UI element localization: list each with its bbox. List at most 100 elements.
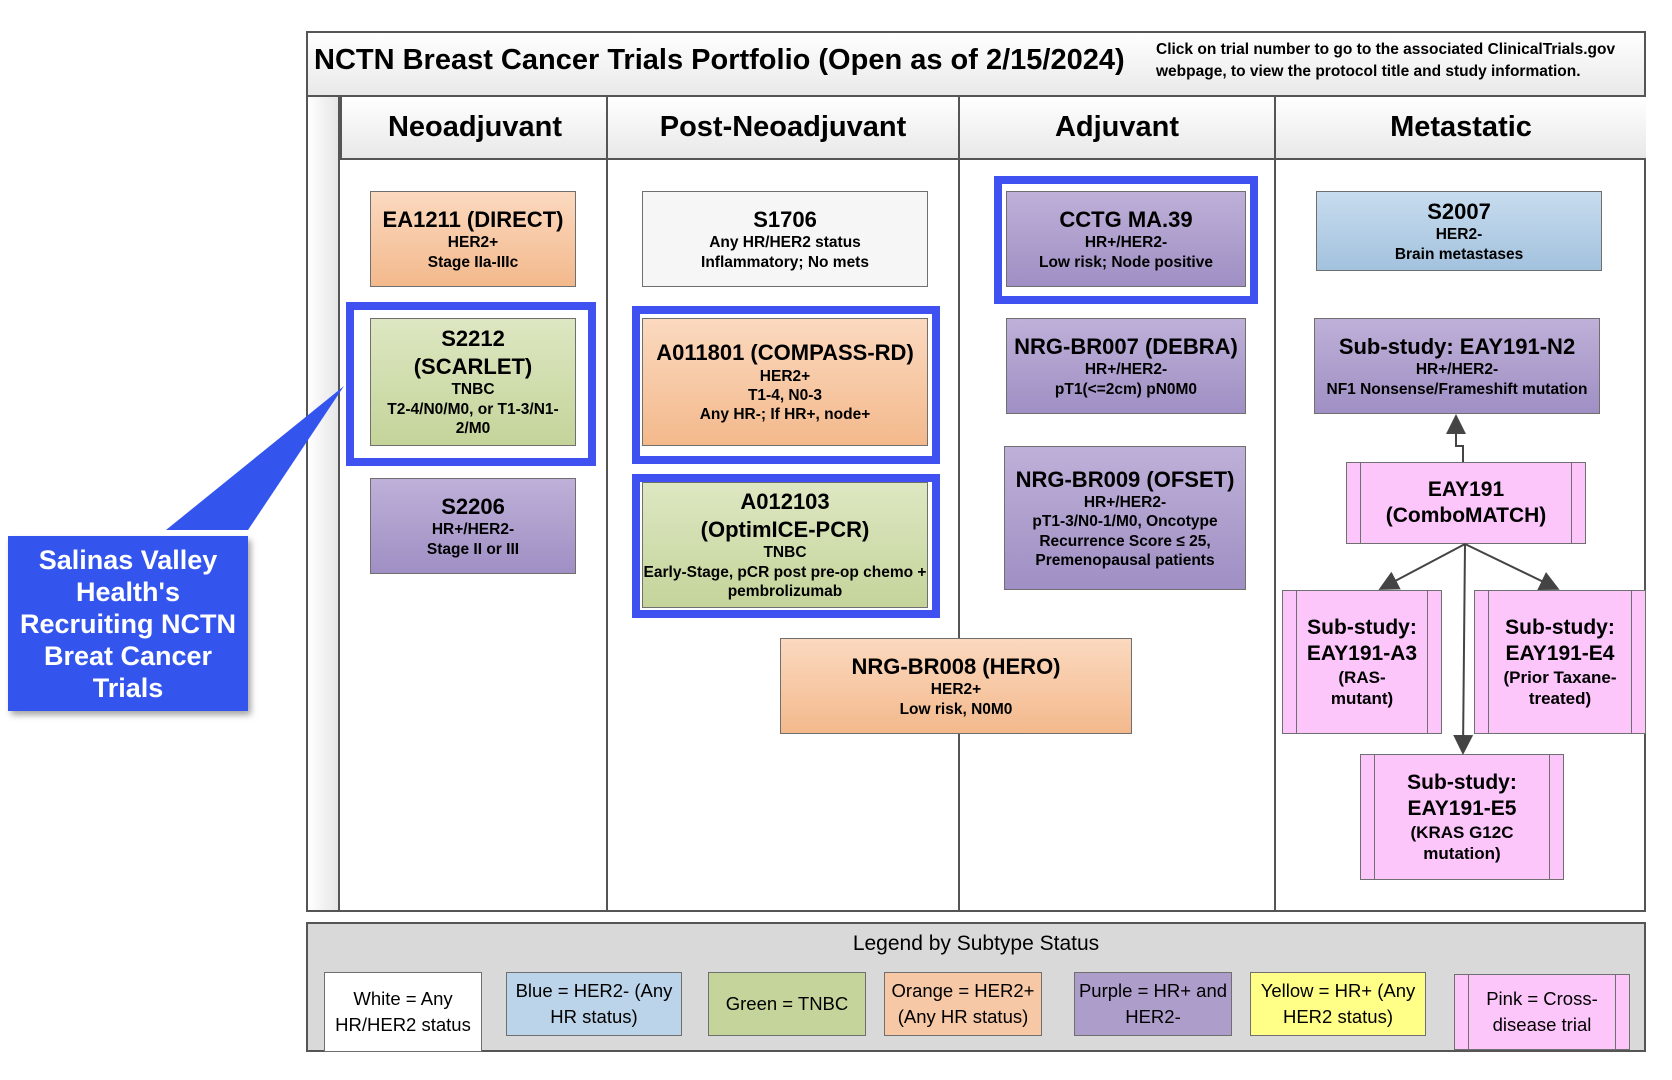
trial-criteria: treated) [1528,689,1592,709]
trial-subtype: HR+/HER2- [1084,361,1168,379]
left-strip [308,97,340,910]
trial-criteria: pT1(<=2cm) pN0M0 [1054,380,1198,398]
trial-eay191-e4[interactable]: Sub-study: EAY191-E4 (Prior Taxane- trea… [1474,590,1646,734]
trial-subtype: HER2+ [759,367,811,385]
trial-criteria: mutation) [1423,844,1501,864]
trial-subtype: HR+/HER2- [431,521,515,539]
trial-eay191-a3[interactable]: Sub-study: EAY191-A3 (RAS- mutant) [1282,590,1442,734]
column-header-metastatic: Metastatic [1274,97,1646,160]
trial-subtype: HR+/HER2- [1415,361,1499,379]
callout-pointer [166,386,344,530]
trial-criteria: Recurrence Score ≤ 25, [1039,532,1211,550]
trial-criteria: Low risk; Node positive [1039,253,1213,271]
trial-subtype: TNBC [763,544,807,562]
trial-s2212[interactable]: S2212 (SCARLET) TNBC T2-4/N0/M0, or T1-3… [370,318,576,446]
column-header-post-neoadjuvant: Post-Neoadjuvant [606,97,958,160]
trial-id-link[interactable]: Sub-study: EAY191-N2 [1338,333,1576,359]
trial-criteria: Low risk, N0M0 [899,700,1013,718]
trial-s1706[interactable]: S1706 Any HR/HER2 status Inflammatory; N… [642,191,928,287]
trial-subtype: HR+/HER2- [1084,234,1168,252]
trial-acronym: (ComboMATCH) [1385,504,1547,527]
trial-criteria: Inflammatory; No mets [701,253,869,271]
instruction-note: Click on trial number to go to the assoc… [1156,41,1616,80]
trial-nrg-br009[interactable]: NRG-BR009 (OFSET) HR+/HER2- pT1-3/N0-1/M… [1004,446,1246,590]
trial-criteria: pT1-3/N0-1/M0, Oncotype [1032,513,1218,531]
recruiting-highlight [632,474,940,618]
trial-id-link[interactable]: CCTG MA.39 [1059,206,1193,232]
trial-id-link[interactable]: EAY191 [1427,477,1505,501]
trial-id-link[interactable]: A011801 (COMPASS-RD) [656,340,914,366]
trial-nrg-br007[interactable]: NRG-BR007 (DEBRA) HR+/HER2- pT1(<=2cm) p… [1006,318,1246,414]
trial-s2007[interactable]: S2007 HER2- Brain metastases [1316,191,1602,271]
trial-id-link[interactable]: Sub-study: [1307,615,1417,639]
trial-id-link[interactable]: Sub-study: [1505,615,1615,639]
connector-eay191-to-n2 [1446,414,1466,462]
trial-criteria: 2/M0 [455,420,491,438]
legend-item-green: Green = TNBC [708,972,866,1036]
trial-id: EAY191-E5 [1407,796,1517,820]
trial-criteria: Premenopausal patients [1035,552,1215,570]
trial-id: EAY191-E4 [1505,641,1615,665]
page-title: NCTN Breast Cancer Trials Portfolio (Ope… [314,44,1125,76]
trial-criteria: NF1 Nonsense/Frameshift mutation [1326,380,1588,398]
column-divider [606,160,608,912]
column-header-neoadjuvant: Neoadjuvant [340,97,608,160]
trial-criteria: T1-4, N0-3 [747,387,823,405]
trial-criteria: (Prior Taxane- [1503,668,1617,687]
recruiting-callout: Salinas Valley Health's Recruiting NCTN … [8,536,248,711]
trial-ma39[interactable]: CCTG MA.39 HR+/HER2- Low risk; Node posi… [1006,191,1246,287]
recruiting-highlight [994,176,1258,304]
trial-id-link[interactable]: S2212 [441,326,505,352]
trial-id-link[interactable]: S2206 [441,493,505,519]
trial-criteria: Stage II or III [426,540,520,558]
trial-subtype: HER2+ [447,234,499,252]
trial-criteria: Brain metastases [1394,245,1524,263]
trial-id-link[interactable]: EA1211 (DIRECT) [382,206,564,232]
trial-criteria: mutant) [1330,689,1394,709]
title-bar [306,31,1646,97]
trial-subtype: Any HR/HER2 status [709,234,861,252]
legend-item-purple: Purple = HR+ and HER2- [1074,972,1232,1036]
trial-id-link[interactable]: Sub-study: [1407,770,1517,794]
trial-id-link[interactable]: S2007 [1427,198,1491,224]
trial-criteria: (RAS- [1338,668,1386,687]
trial-nrg-br008[interactable]: NRG-BR008 (HERO) HER2+ Low risk, N0M0 [780,638,1132,734]
legend-item-yellow: Yellow = HR+ (Any HER2 status) [1250,972,1426,1036]
trial-criteria: Stage IIa-IIIc [427,253,519,271]
trial-id-link[interactable]: NRG-BR008 (HERO) [851,653,1061,679]
trial-id: EAY191-A3 [1306,641,1418,665]
trial-ea1211[interactable]: EA1211 (DIRECT) HER2+ Stage IIa-IIIc [370,191,576,287]
trial-id-link[interactable]: NRG-BR009 (OFSET) [1015,466,1235,492]
trial-eay191-n2[interactable]: Sub-study: EAY191-N2 HR+/HER2- NF1 Nonse… [1314,318,1600,414]
trial-a011801[interactable]: A011801 (COMPASS-RD) HER2+ T1-4, N0-3 An… [642,318,928,446]
trial-id-link[interactable]: A012103 [740,489,830,515]
trial-criteria: T2-4/N0/M0, or T1-3/N1- [387,400,559,418]
trial-subtype: HER2+ [930,681,982,699]
connector-eay191-to-e5 [1453,543,1474,755]
trial-id-link[interactable]: S1706 [753,206,817,232]
legend-item-blue: Blue = HER2- (Any HR status) [506,972,682,1036]
recruiting-highlight [346,302,596,466]
trial-eay191-e5[interactable]: Sub-study: EAY191-E5 (KRAS G12C mutation… [1360,754,1564,880]
trial-acronym: (OptimICE-PCR) [700,516,870,542]
trial-subtype: HR+/HER2- [1083,494,1167,511]
trial-subtype: TNBC [451,381,495,399]
connector-eay191-to-e4 [1464,543,1560,591]
legend-item-pink: Pink = Cross-disease trial [1454,974,1630,1050]
column-divider [1274,160,1276,912]
trial-subtype: HER2- [1435,226,1483,244]
legend-title: Legend by Subtype Status [852,932,1100,955]
column-divider [958,160,960,912]
trial-acronym: (SCARLET) [413,353,533,379]
trial-a012103[interactable]: A012103 (OptimICE-PCR) TNBC Early-Stage,… [642,482,928,608]
trial-id-link[interactable]: NRG-BR007 (DEBRA) [1014,333,1238,359]
trial-s2206[interactable]: S2206 HR+/HER2- Stage II or III [370,478,576,574]
recruiting-highlight [632,306,940,464]
legend-item-orange: Orange = HER2+ (Any HR status) [884,972,1042,1036]
connector-eay191-to-a3 [1378,543,1466,590]
trial-criteria: (KRAS G12C [1410,823,1514,842]
trial-criteria: pembrolizumab [727,583,843,601]
trial-criteria: Any HR-; If HR+, node+ [699,406,871,424]
trial-criteria: Early-Stage, pCR post pre-op chemo + [643,563,927,581]
